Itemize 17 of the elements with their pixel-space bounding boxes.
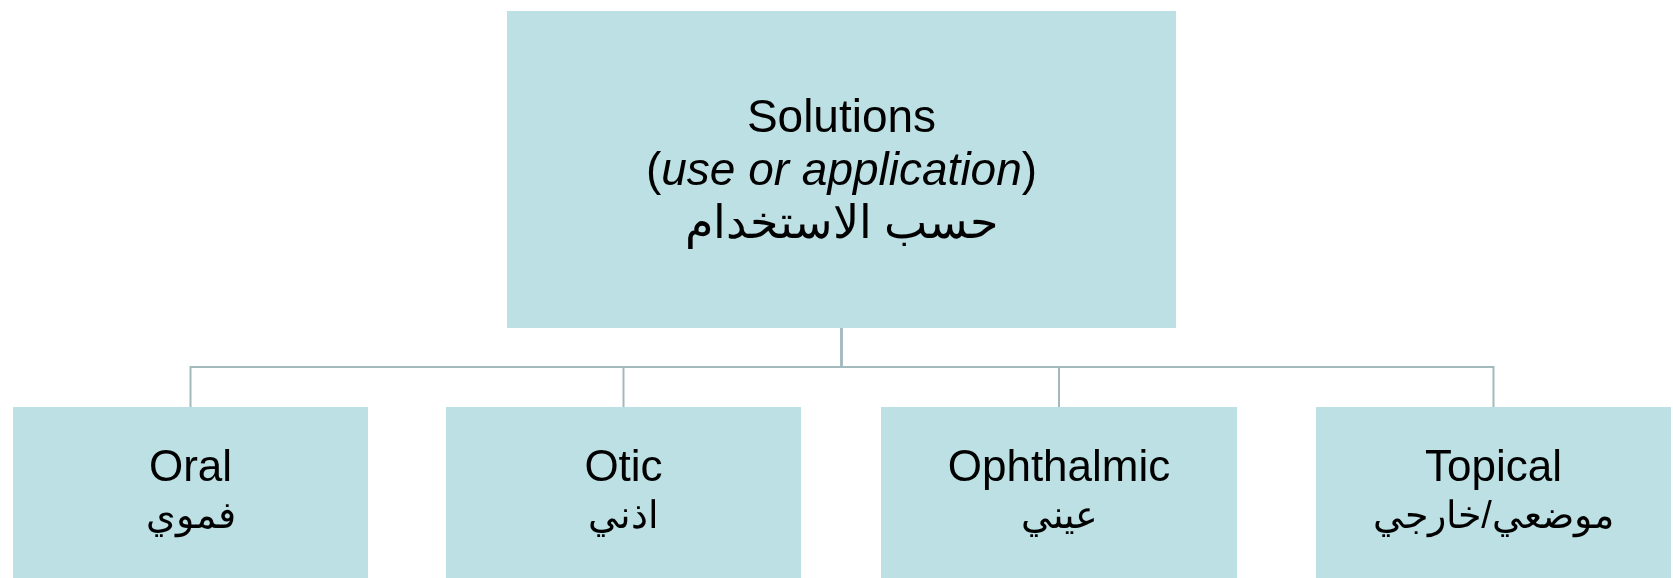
arabic-label: موضعي/خارجي [1373, 493, 1614, 538]
arabic-label: عيني [1020, 493, 1098, 538]
box-title: Otic [584, 441, 663, 492]
box-title: Solutions [746, 90, 937, 144]
connector-line [840, 327, 1495, 408]
subcategory-box [446, 407, 801, 578]
subcategory-box [1316, 407, 1671, 578]
arabic-label: حسب الاستخدام [684, 195, 999, 249]
box-title: Topical [1425, 441, 1562, 492]
subcategory-box [13, 407, 368, 578]
box-title: Oral [148, 441, 233, 492]
arabic-label: اذني [588, 493, 659, 538]
arabic-label: فموي [145, 493, 236, 538]
category-box [507, 11, 1176, 328]
box-title: Ophthalmic [947, 441, 1171, 492]
box-subtitle: (use or application) [645, 143, 1038, 196]
subcategory-box [881, 407, 1237, 578]
